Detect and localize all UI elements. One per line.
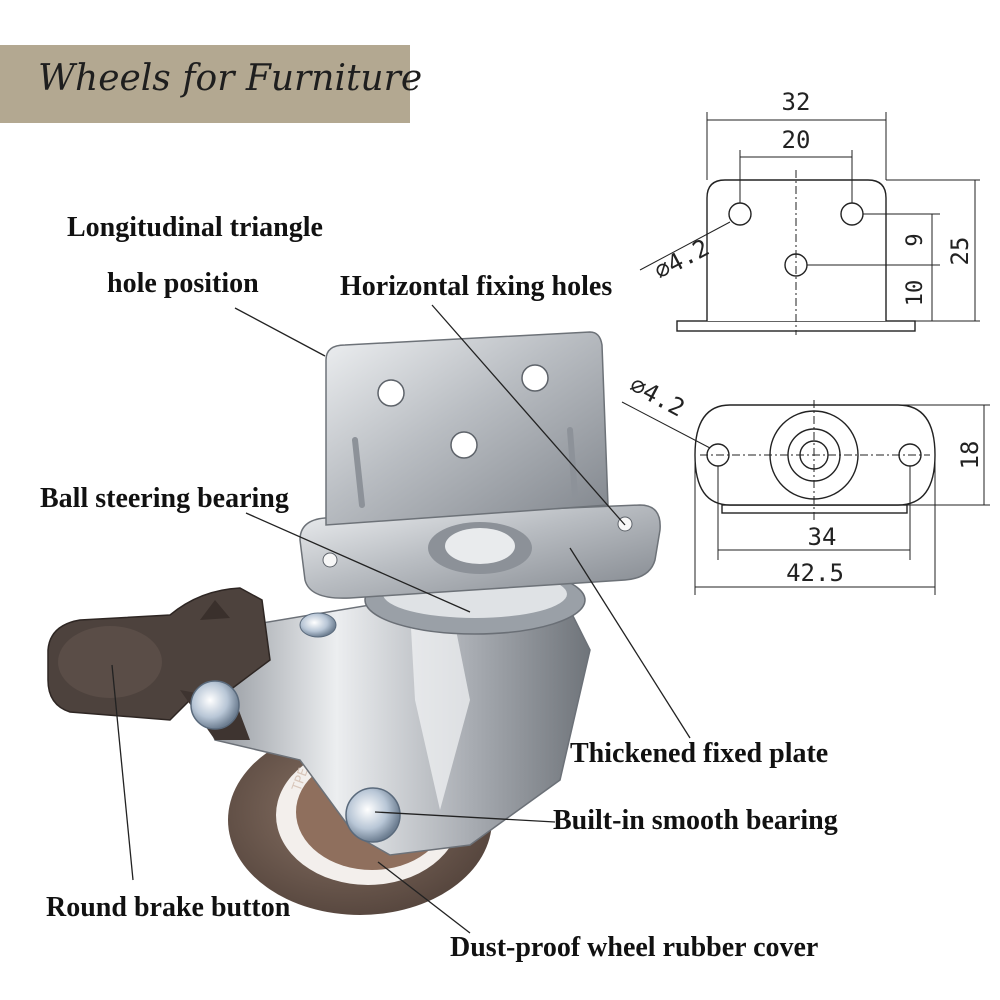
side-view-drawing — [639, 112, 980, 335]
fork-highlight — [410, 600, 470, 810]
dim-side-hole-diameter: ⌀4.2 — [650, 233, 714, 285]
brake-pivot-bolt — [190, 680, 240, 730]
leader-smooth-bearing — [374, 811, 556, 823]
leader-ball-bearing — [245, 512, 471, 613]
dim-leader-top-dia — [621, 401, 711, 449]
page-title: Wheels for Furniture — [38, 58, 423, 99]
vertical-mounting-plate — [325, 331, 609, 526]
plate-ribs — [352, 427, 578, 508]
dim-side-hole-spacing: 20 — [782, 126, 811, 154]
callout-round-brake-button: Round brake button — [46, 892, 291, 923]
callout-triangle-hole-line1: Longitudinal triangle — [67, 212, 323, 243]
title-banner — [0, 45, 410, 123]
callout-built-in-smooth-bearing: Built-in smooth bearing — [553, 805, 838, 836]
plate-hole-left — [322, 552, 338, 568]
vertical-hole-left — [377, 379, 405, 407]
dim-leader-side-dia — [639, 221, 731, 271]
callout-dust-proof-rubber-cover: Dust-proof wheel rubber cover — [450, 932, 819, 963]
leader-brake-button — [111, 664, 134, 881]
leader-rubber-cover — [377, 861, 471, 934]
dim-side-height: 25 — [946, 237, 974, 266]
dim-side-base-to-hole: 10 — [903, 280, 928, 307]
vertical-hole-right — [521, 364, 549, 392]
dim-side-hole-gap: 9 — [903, 233, 928, 246]
callout-ball-steering-bearing: Ball steering bearing — [40, 483, 289, 514]
vertical-hole-center — [450, 431, 478, 459]
brake — [47, 587, 271, 740]
dim-side-overall-width: 32 — [782, 88, 811, 116]
leader-triangle-hole — [234, 307, 326, 357]
top-view-drawing — [621, 400, 990, 595]
dim-top-hole-spacing: 34 — [808, 523, 837, 551]
callout-thickened-fixed-plate: Thickened fixed plate — [570, 738, 829, 769]
axle-bolt — [345, 787, 401, 843]
leader-lines — [111, 304, 691, 934]
spring-rivet — [299, 612, 337, 638]
dim-top-hole-diameter: ⌀4.2 — [625, 371, 689, 423]
dim-top-depth: 18 — [956, 441, 984, 470]
dim-top-overall-length: 42.5 — [786, 559, 844, 587]
callout-triangle-hole-line2: hole position — [107, 268, 259, 299]
brake-arrow-mark — [200, 600, 230, 620]
caster-photo: TPE PERFORMANCE — [47, 331, 661, 915]
leader-fixed-plate — [569, 547, 691, 739]
plate-rivet — [445, 528, 515, 564]
brake-pad-surface — [58, 626, 162, 698]
callout-horizontal-fixing-holes: Horizontal fixing holes — [340, 271, 613, 302]
leader-horizontal-holes — [431, 304, 626, 526]
